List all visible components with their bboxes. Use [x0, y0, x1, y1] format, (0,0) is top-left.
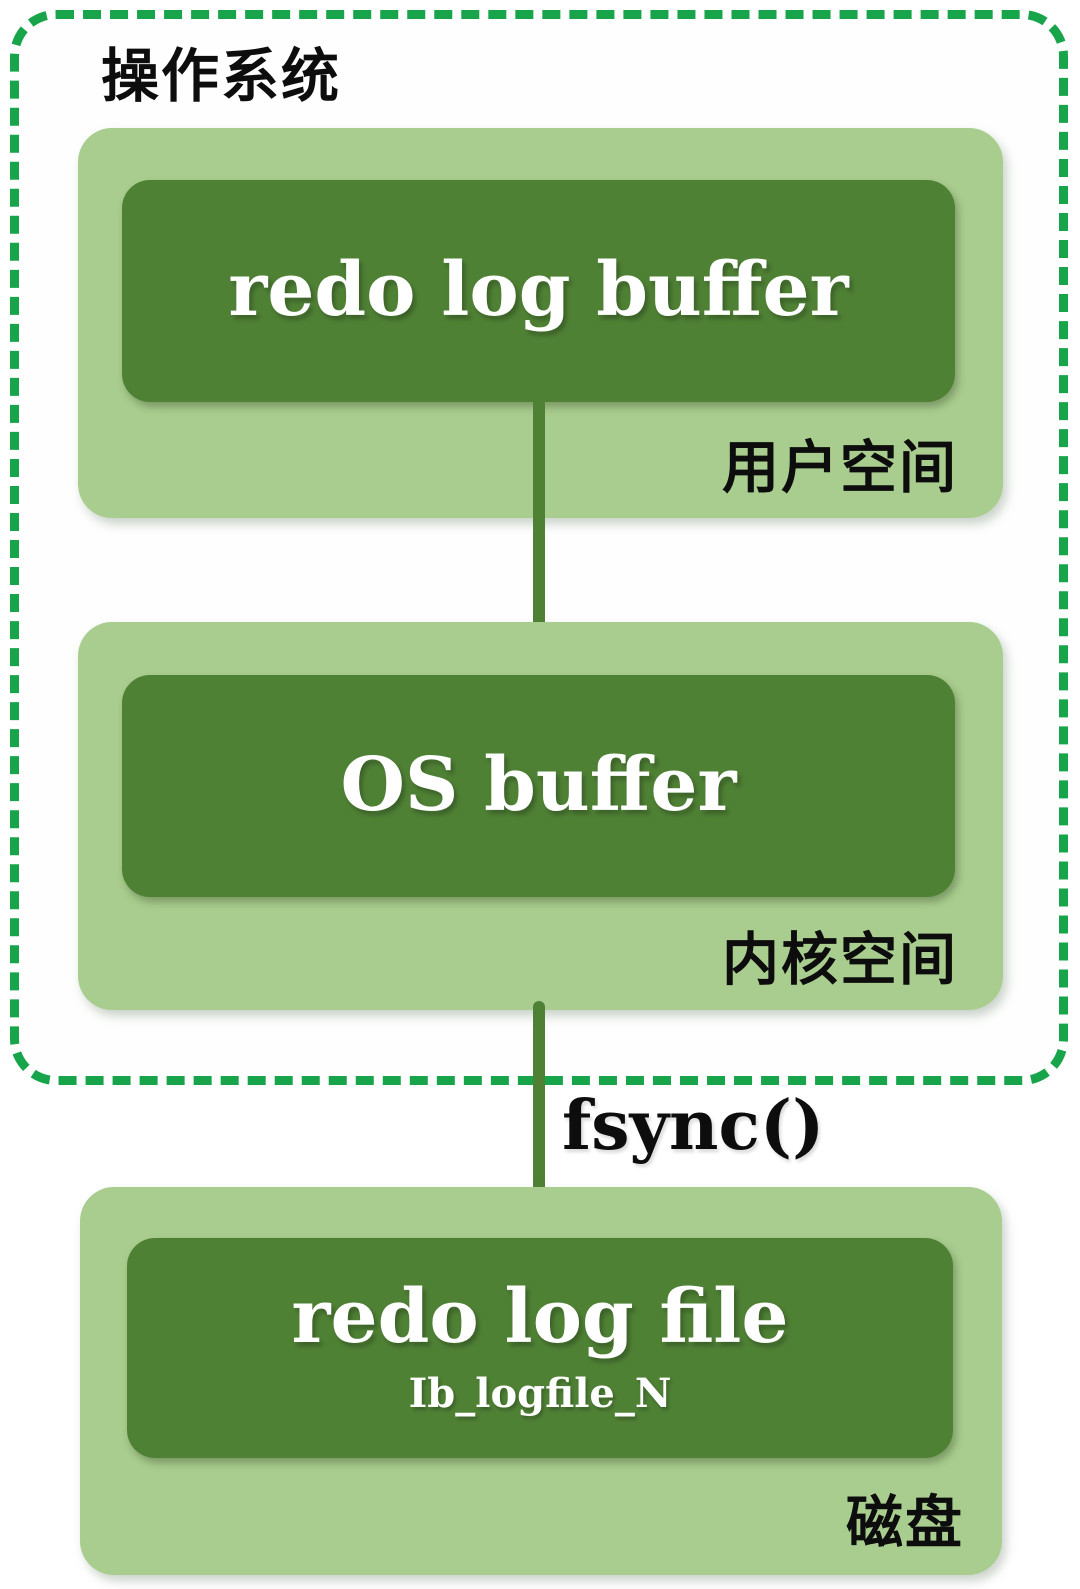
kernel-space-label: 内核空间: [722, 926, 958, 993]
arrow-os-to-disk-line: [533, 1001, 545, 1206]
disk-label: 磁盘: [846, 1489, 964, 1556]
user-space-label: 用户空间: [722, 434, 958, 501]
os-frame-title: 操作系统: [101, 42, 342, 110]
redo-log-file-box: redo log file Ib_logfile_N: [127, 1238, 953, 1458]
fsync-call-label: fsync(): [562, 1086, 825, 1166]
kernel-space-zone: OS buffer 内核空间: [78, 622, 1003, 1010]
disk-zone: redo log file Ib_logfile_N 磁盘: [80, 1187, 1002, 1575]
os-buffer-label: OS buffer: [340, 742, 737, 829]
user-space-zone: redo log buffer 用户空间: [78, 128, 1003, 518]
arrow-buffer-to-os-line: [533, 397, 545, 646]
redo-log-file-label: redo log file: [291, 1273, 789, 1360]
redo-log-buffer-box: redo log buffer: [122, 180, 955, 402]
redo-log-file-sublabel: Ib_logfile_N: [408, 1370, 672, 1418]
os-buffer-box: OS buffer: [122, 675, 955, 897]
redo-log-buffer-label: redo log buffer: [228, 247, 849, 334]
